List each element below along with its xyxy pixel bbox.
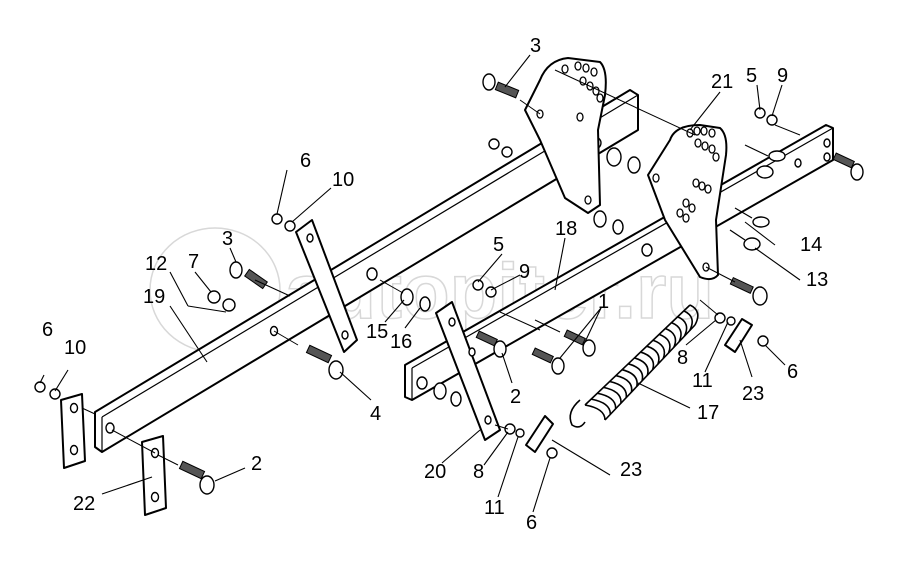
callout-19: 19 xyxy=(143,286,165,308)
plate-21-rear xyxy=(524,57,607,214)
leader-lines xyxy=(39,54,801,513)
callout-17: 17 xyxy=(697,402,719,424)
callout-16: 16 xyxy=(390,331,412,353)
callout-2-bottom: 2 xyxy=(251,453,262,475)
bushings xyxy=(400,147,641,407)
callout-5-top: 5 xyxy=(746,65,757,87)
spring-17 xyxy=(569,304,699,428)
callout-12: 12 xyxy=(145,253,167,275)
pin-14-and-ring-13 xyxy=(729,144,786,251)
callout-9-top: 9 xyxy=(777,65,788,87)
callout-13: 13 xyxy=(806,269,828,291)
callout-8-right: 8 xyxy=(677,347,688,369)
callout-6-bottom: 6 xyxy=(526,512,537,534)
callout-6-right: 6 xyxy=(787,361,798,383)
callout-1: 1 xyxy=(598,291,609,313)
callout-15: 15 xyxy=(366,321,388,343)
callout-2-mid: 2 xyxy=(510,386,521,408)
callout-11-right: 11 xyxy=(692,370,713,392)
callout-5-mid: 5 xyxy=(493,234,504,256)
plate-22-left xyxy=(60,393,86,469)
callout-7: 7 xyxy=(188,251,199,273)
callout-3-top: 3 xyxy=(530,35,541,57)
callout-4: 4 xyxy=(370,403,381,425)
bar-18 xyxy=(404,124,834,401)
callout-10-left: 10 xyxy=(64,337,86,359)
assembly-lines xyxy=(81,69,801,466)
callout-11-bottom: 11 xyxy=(484,497,505,519)
callout-22: 22 xyxy=(73,493,95,515)
bracket-plate-upper xyxy=(295,219,358,353)
callout-6-mid: 6 xyxy=(300,150,311,172)
plate-20 xyxy=(435,301,501,441)
callout-10-mid: 10 xyxy=(332,169,354,191)
callout-8-bottom: 8 xyxy=(473,461,484,483)
callout-23-right: 23 xyxy=(742,383,764,405)
callout-3-left: 3 xyxy=(222,228,233,250)
bolts xyxy=(178,73,864,495)
callout-14: 14 xyxy=(800,234,822,256)
callout-20: 20 xyxy=(424,461,446,483)
callout-21: 21 xyxy=(711,71,733,93)
nuts-washers xyxy=(34,107,778,459)
callout-6-left: 6 xyxy=(42,319,53,341)
callout-9-mid: 9 xyxy=(519,261,530,283)
callout-23-bottom: 23 xyxy=(620,459,642,481)
callout-18: 18 xyxy=(555,218,577,240)
plate-21-front xyxy=(647,124,728,281)
plates-23 xyxy=(525,318,753,453)
callout-labels: 3 21 5 9 6 10 3 12 7 19 18 5 9 14 13 1 1… xyxy=(42,35,828,534)
